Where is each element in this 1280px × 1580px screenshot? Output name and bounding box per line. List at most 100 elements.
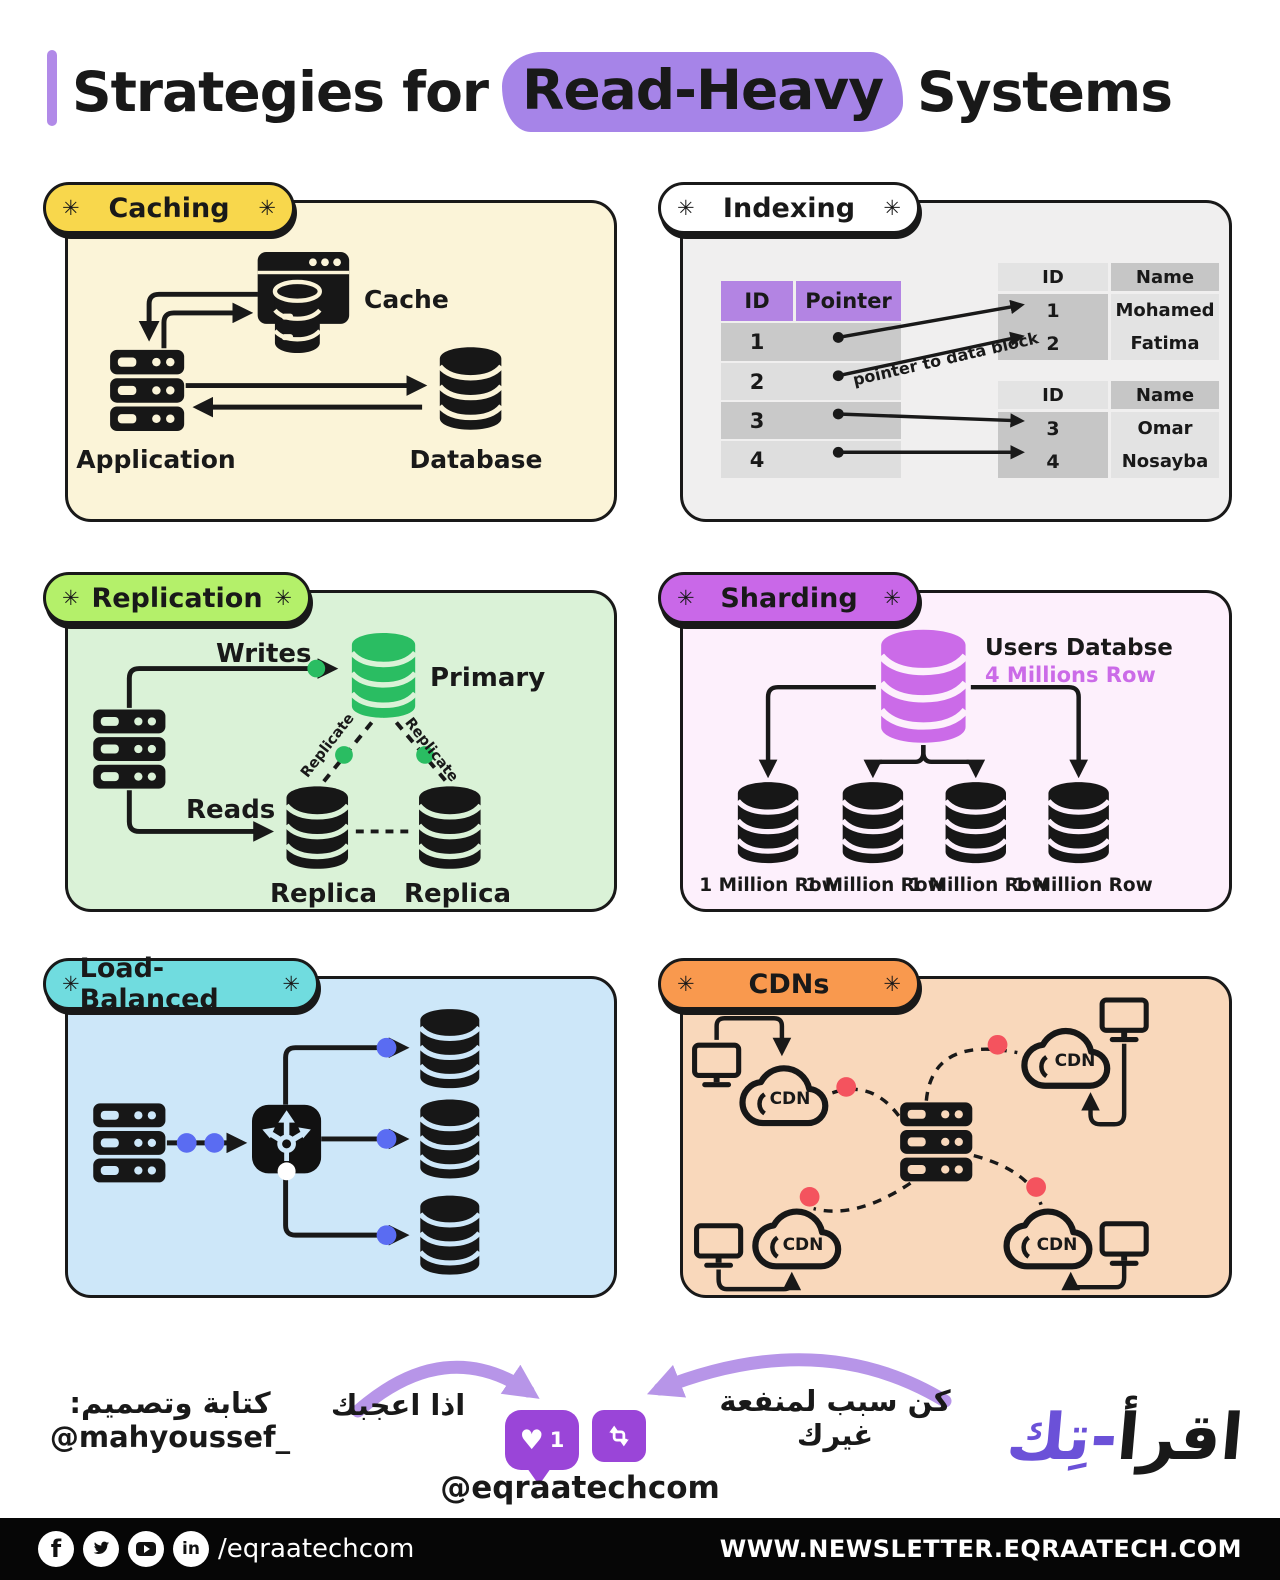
cdns-title: CDNs: [748, 968, 830, 1000]
page-title: Strategies for Read-Heavy Systems: [72, 52, 1232, 132]
shard-database-icon: [843, 782, 903, 863]
linkedin-icon: in: [173, 1531, 209, 1567]
index-id-1: 1: [749, 330, 765, 354]
shard-database-icon: [946, 782, 1006, 863]
asterisk-decor: ✳: [883, 196, 901, 220]
cdns-pill-label: ✳ CDNs ✳: [658, 958, 920, 1010]
facebook-icon: f: [38, 1531, 74, 1567]
newsletter-url: WWW.NEWSLETTER.EQRAATECH.COM: [719, 1535, 1242, 1563]
database-icon: [420, 1196, 479, 1275]
replica-database-icon: [286, 786, 348, 868]
asterisk-decor: ✳: [62, 586, 80, 610]
t1-name-1: Mohamed: [1115, 300, 1215, 321]
sharding-pill-label: ✳ Sharding ✳: [658, 572, 920, 624]
credit-block: كتابة وتصميم: @mahyoussef_: [30, 1386, 310, 1454]
asterisk-decor: ✳: [677, 972, 695, 996]
sharding-diagram: [683, 593, 1229, 909]
load-balanced-title: Load-Balanced: [79, 953, 219, 1015]
title-suffix: Systems: [917, 60, 1173, 124]
server-icon: [900, 1102, 973, 1182]
database-icon: [420, 1009, 479, 1088]
panel-sharding: ✳ Sharding ✳ Users Databse 4 Millions Ro…: [658, 572, 1232, 912]
cdn-label: CDN: [1054, 1051, 1096, 1071]
social-row: f in /eqraatechcom: [38, 1531, 414, 1567]
asterisk-decor: ✳: [883, 972, 901, 996]
writes-label: Writes: [216, 639, 312, 669]
t1-col-name: Name: [1111, 263, 1219, 291]
cdns-diagram: [683, 979, 1229, 1292]
database-icon: [420, 1099, 479, 1178]
asterisk-decor: ✳: [258, 196, 276, 220]
monitor-icon: [1102, 1000, 1146, 1040]
asterisk-decor: ✳: [62, 972, 80, 996]
server-icon: [93, 709, 166, 789]
asterisk-decor: ✳: [274, 586, 292, 610]
data-table-2: ID 3 4 Name Omar Nosayba: [998, 381, 1219, 478]
index-row: 4: [721, 441, 901, 478]
index-row: 1: [721, 323, 901, 361]
title-highlight: Read-Heavy: [501, 52, 904, 132]
application-label: Application: [76, 445, 236, 474]
asterisk-decor: ✳: [282, 972, 300, 996]
primary-label: Primary: [430, 663, 546, 693]
eqraatech-logo: اقرأ-تِك: [981, 1388, 1270, 1488]
shard-database-icon: [1048, 782, 1108, 863]
database-icon: [440, 347, 502, 429]
t1-name-2: Fatima: [1130, 333, 1200, 354]
monitor-icon: [697, 1226, 741, 1266]
panel-cdns: ✳ CDNs ✳ CDN CDN CDN CDN: [658, 958, 1232, 1298]
index-row: 3: [721, 402, 901, 439]
shard-label: 1 Million Row: [1013, 875, 1153, 896]
sharding-title: Sharding: [720, 582, 858, 614]
replica-label: Replica: [270, 879, 378, 909]
title-prefix: Strategies for: [72, 60, 489, 124]
server-icon: [110, 349, 185, 432]
t2-col-name: Name: [1111, 381, 1219, 409]
index-id-3: 3: [749, 408, 765, 433]
index-id-2: 2: [749, 369, 765, 394]
t2-id-3: 3: [1046, 417, 1060, 440]
author-handle: @mahyoussef_: [49, 1420, 291, 1454]
t1-col-id: ID: [998, 263, 1108, 291]
load-balancer-icon: [252, 1105, 321, 1181]
t2-col-id: ID: [998, 381, 1108, 409]
cdn-label: CDN: [782, 1235, 824, 1255]
server-icon: [93, 1103, 166, 1183]
cdn-label: CDN: [769, 1089, 811, 1109]
asterisk-decor: ✳: [677, 196, 695, 220]
credit-text: كتابة وتصميم:: [69, 1386, 271, 1420]
index-col-id: ID: [721, 281, 793, 321]
youtube-icon: [128, 1531, 164, 1567]
logo-purple-part: -تِك: [1003, 1401, 1121, 1475]
shard-label: 1 Million Row: [805, 875, 945, 896]
users-database-icon: [881, 630, 965, 743]
bottom-bar: f in /eqraatechcom WWW.NEWSLETTER.EQRAAT…: [0, 1518, 1280, 1580]
title-accent-bar: [47, 50, 57, 126]
monitor-icon: [1102, 1224, 1146, 1264]
users-db-rows: 4 Millions Row: [985, 663, 1156, 687]
panel-indexing: ✳ Indexing ✳ ID Pointer 1 2 3 4 ID 1 2: [658, 182, 1232, 522]
cta-right-text: كن سبب لمنفعة غيرك: [719, 1384, 951, 1452]
index-col-pointer: Pointer: [796, 281, 901, 321]
t2-name-3: Omar: [1137, 418, 1193, 439]
asterisk-decor: ✳: [883, 586, 901, 610]
caching-title: Caching: [108, 192, 230, 224]
brand-handle: @eqraatechcom: [440, 1470, 720, 1506]
replica-label: Replica: [404, 879, 512, 909]
database-label: Database: [409, 445, 543, 474]
reads-label: Reads: [186, 795, 276, 825]
bar-handle: /eqraatechcom: [218, 1534, 415, 1564]
cta-left-text: اذا اعجبك: [330, 1388, 466, 1422]
t2-id-4: 4: [1046, 450, 1060, 473]
shard-label: 1 Million Row: [909, 875, 1049, 896]
t2-name-4: Nosayba: [1121, 451, 1209, 472]
replica-database-icon: [419, 786, 481, 868]
heart-icon: ♥: [519, 1424, 544, 1456]
indexing-arrows: [832, 299, 1025, 460]
asterisk-decor: ✳: [677, 586, 695, 610]
shard-label: 1 Million Row: [699, 875, 839, 896]
twitter-icon: [83, 1531, 119, 1567]
index-id-4: 4: [749, 447, 765, 472]
logo-black-part: اقرأ: [1114, 1401, 1247, 1475]
primary-database-icon: [352, 633, 415, 718]
